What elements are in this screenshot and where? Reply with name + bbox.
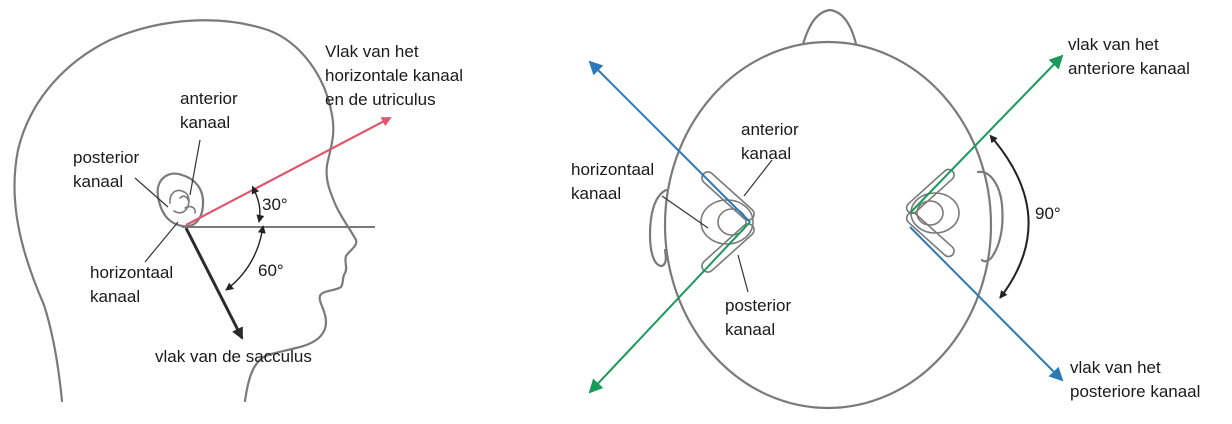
saccule-plane-arrow <box>184 227 244 340</box>
angle-90-label: 90° <box>1035 204 1061 223</box>
utricle-plane-label: Vlak van het horizontale kanaal en de ut… <box>325 42 468 109</box>
utricle-plane-label-line: en de utriculus <box>325 90 436 109</box>
top-posterior-canal-label: posterior kanaal <box>725 296 796 339</box>
utricle-plane-label-line: horizontale kanaal <box>325 66 463 85</box>
right-vestibular-organ <box>905 168 960 258</box>
nose-bump <box>801 8 858 46</box>
saccule-plane-label: vlak van de sacculus <box>155 347 312 366</box>
side-horizontal-canal-label: horizontaal kanaal <box>90 263 178 306</box>
angle-60-arc <box>225 225 266 291</box>
angle-90-arc <box>989 134 1030 299</box>
right-posterior-canal-plane <box>909 226 1064 382</box>
left-ear-top-view <box>648 188 668 268</box>
angle-60-label: 60° <box>258 261 284 280</box>
side-posterior-canal-label: posterior kanaal <box>73 148 144 191</box>
top-anterior-canal-label: anterior kanaal <box>741 120 803 163</box>
side-view: Vlak van het horizontale kanaal en de ut… <box>13 19 468 403</box>
right-anterior-canal-plane <box>909 54 1064 214</box>
top-view: horizontaal kanaal anterior kanaal poste… <box>571 8 1200 410</box>
posterior-plane-label: vlak van het posteriore kanaal <box>1070 358 1200 401</box>
canal-plane-arrows <box>588 54 1064 394</box>
side-anterior-canal-label: anterior kanaal <box>180 89 242 132</box>
head-profile-outline <box>13 19 358 403</box>
angle-30-label: 30° <box>262 195 288 214</box>
left-vestibular-organ <box>700 171 755 273</box>
anterior-plane-label: vlak van het anteriore kanaal <box>1068 35 1190 78</box>
angle-30-arc <box>251 185 265 223</box>
side-leader-lines <box>134 139 201 263</box>
ear <box>156 172 205 228</box>
utricle-plane-label-line: Vlak van het <box>325 42 419 61</box>
top-leader-lines <box>661 159 773 293</box>
left-anterior-canal-plane <box>588 221 751 394</box>
head-top-outline <box>663 40 993 410</box>
top-horizontal-canal-label: horizontaal kanaal <box>571 160 659 203</box>
utricle-plane-arrow <box>185 117 392 226</box>
side-angle-lines <box>182 117 392 340</box>
left-posterior-canal-plane <box>588 60 751 223</box>
